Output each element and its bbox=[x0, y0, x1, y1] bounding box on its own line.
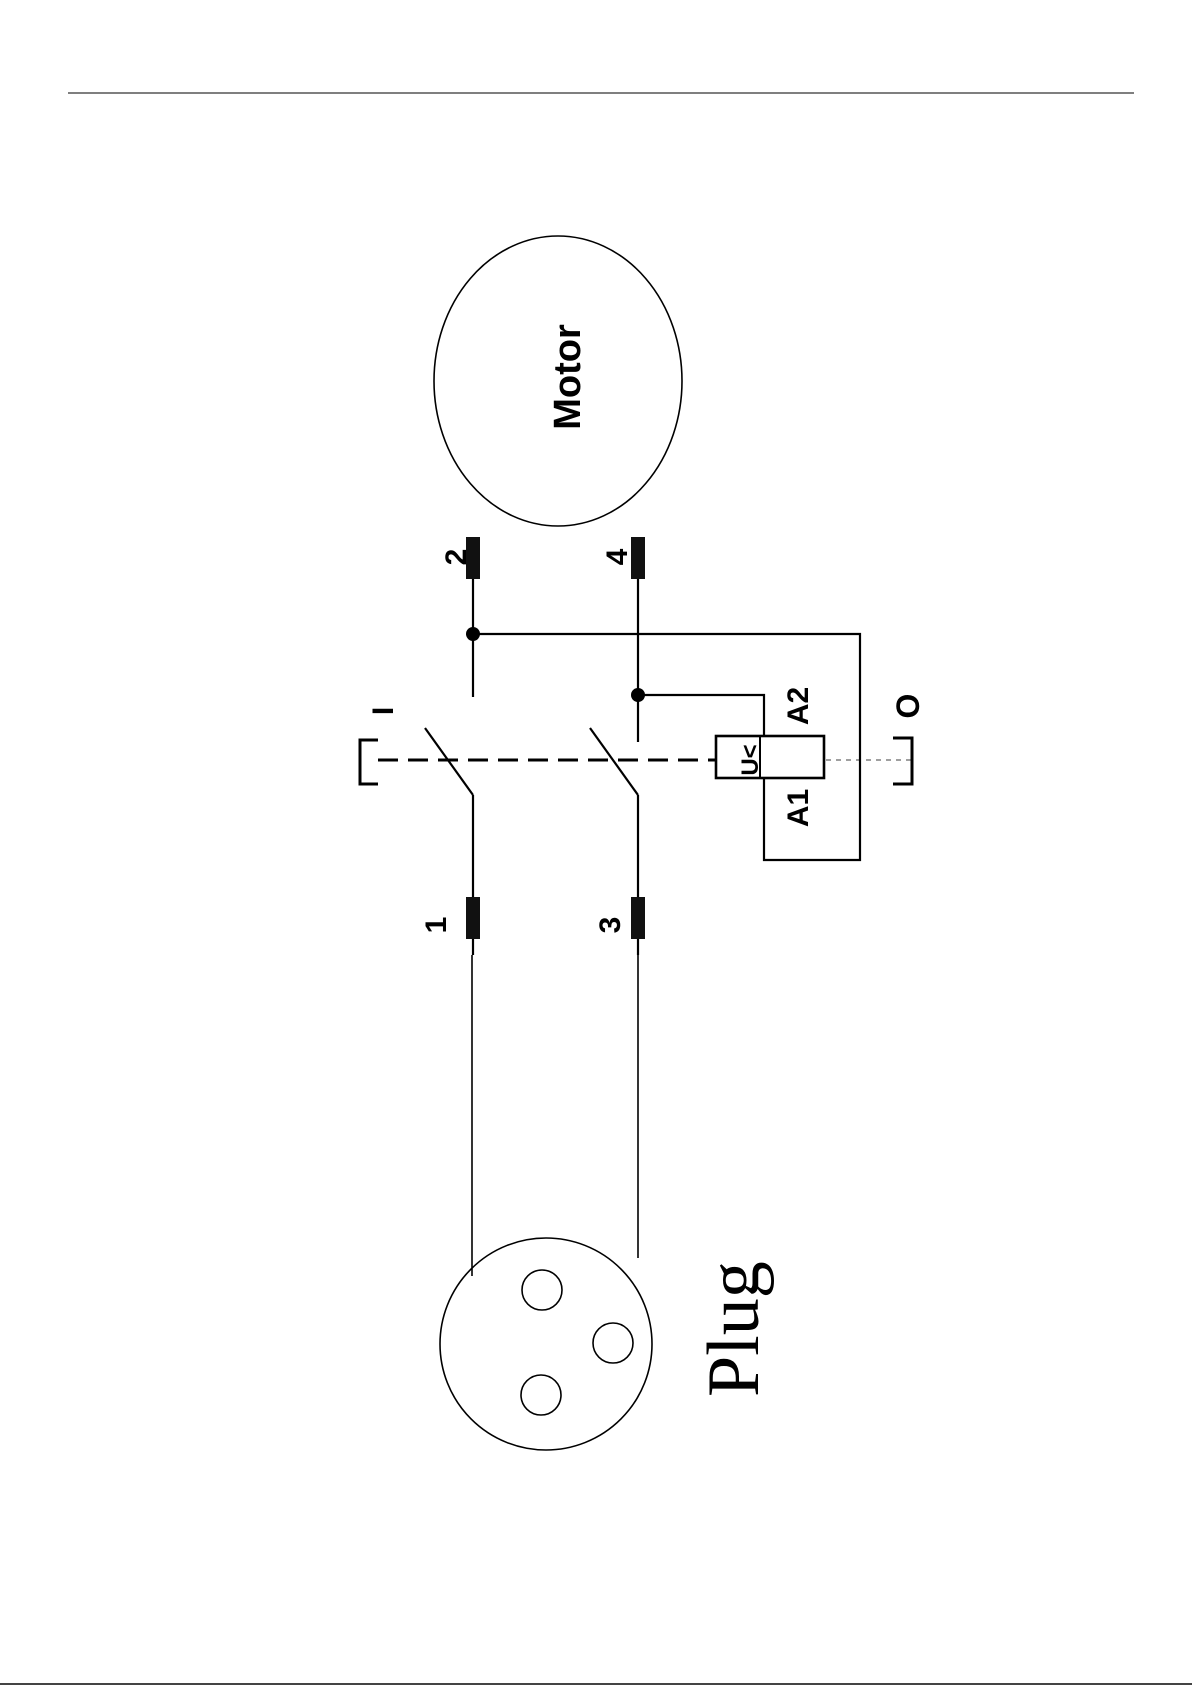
coil-terminal-a1: A1 bbox=[782, 789, 815, 827]
off-button-bracket bbox=[893, 738, 912, 784]
terminal-4-label: 4 bbox=[601, 548, 634, 565]
junction-pole-1 bbox=[466, 627, 480, 641]
terminal-1-label: 1 bbox=[420, 917, 453, 934]
switch-pole-2 bbox=[590, 579, 638, 897]
on-button-label: I bbox=[367, 707, 400, 715]
plug-pin-bottom bbox=[521, 1375, 561, 1415]
off-button-label: O bbox=[890, 694, 926, 719]
motor: Motor bbox=[434, 236, 682, 526]
plug-label: Plug bbox=[693, 1261, 775, 1397]
plug-pin-right bbox=[593, 1323, 633, 1363]
plug: Plug bbox=[440, 1238, 775, 1450]
coil-label: U< bbox=[737, 744, 764, 775]
terminal-3 bbox=[631, 897, 645, 939]
coil-wire-a2 bbox=[638, 695, 764, 736]
junction-pole-2 bbox=[631, 688, 645, 702]
coil-terminal-a2: A2 bbox=[782, 687, 815, 725]
plug-pin-top bbox=[522, 1270, 562, 1310]
on-button-bracket bbox=[360, 740, 378, 784]
motor-label: Motor bbox=[547, 324, 589, 430]
terminal-3-label: 3 bbox=[594, 917, 627, 934]
terminal-2-label: 2 bbox=[440, 549, 473, 566]
coil-box bbox=[716, 736, 824, 778]
terminal-1 bbox=[466, 897, 480, 939]
switch-pole-1 bbox=[425, 579, 473, 897]
undervoltage-coil: U< A1 A2 bbox=[716, 687, 824, 827]
